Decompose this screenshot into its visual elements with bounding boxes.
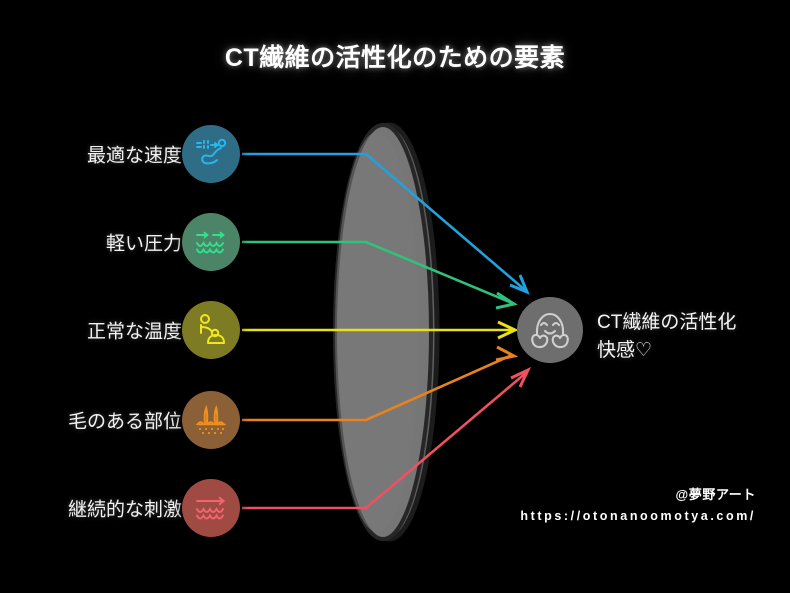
factor-icon-bubble-2 xyxy=(182,213,240,271)
outcome-text: CT繊維の活性化 快感♡ xyxy=(597,309,736,364)
factor-icon-bubble-5 xyxy=(182,479,240,537)
page-title: CT繊維の活性化のための要素 xyxy=(224,44,566,72)
connector-line-2 xyxy=(242,240,513,305)
watermark-handle: @夢野アート xyxy=(675,487,756,502)
connector-lines xyxy=(242,152,528,510)
connector-line-5 xyxy=(242,371,528,510)
hairy-skin-icon xyxy=(196,404,226,435)
factor-icon-bubble-4 xyxy=(182,391,240,449)
arrowhead-4 xyxy=(495,345,519,362)
outcome-text-line-2: 快感♡ xyxy=(597,339,653,361)
continuous-stimulation-icon xyxy=(196,496,226,520)
factor-icon-bubble-1 xyxy=(182,125,240,183)
factor-label-2: 軽い圧力 xyxy=(105,233,182,255)
arrowhead-2 xyxy=(495,291,518,310)
watermark-url: https://otonanoomotya.com/ xyxy=(520,509,756,523)
arrowhead-3 xyxy=(497,320,519,340)
outcome-icon-bubble xyxy=(517,297,583,363)
arrowhead-1 xyxy=(509,274,530,295)
factor-label-4: 毛のある部位 xyxy=(67,411,182,433)
skin-lens-ellipse xyxy=(333,122,440,542)
connector-line-1 xyxy=(242,152,526,291)
factor-icon-bubble-3 xyxy=(182,301,240,359)
connector-arrowheads xyxy=(495,274,532,388)
factor-label-3: 正常な温度 xyxy=(86,321,182,343)
speed-stroke-icon xyxy=(196,138,227,165)
arrowhead-5 xyxy=(510,366,532,388)
light-pressure-waves-icon xyxy=(196,231,225,254)
connector-line-4 xyxy=(242,353,513,422)
hugging-face-icon xyxy=(531,312,569,349)
factor-label-5: 継続的な刺激 xyxy=(67,499,182,521)
factor-label-1: 最適な速度 xyxy=(86,145,182,167)
body-temperature-icon xyxy=(200,314,225,344)
outcome-text-line-1: CT繊維の活性化 xyxy=(597,312,737,333)
